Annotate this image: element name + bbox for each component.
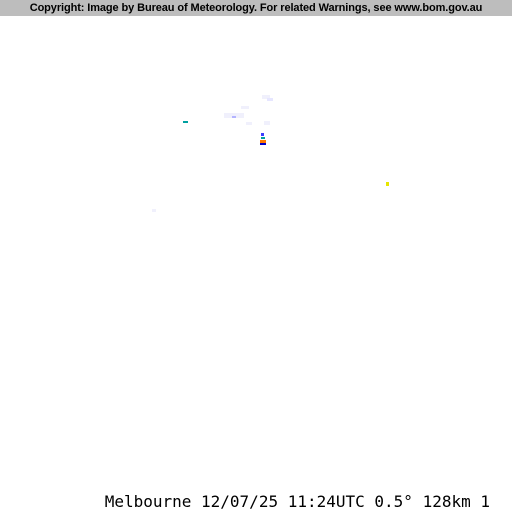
- echo-core-top: [261, 133, 264, 136]
- copyright-bar: Copyright: Image by Bureau of Meteorolog…: [0, 0, 512, 16]
- echo-core-bottom: [260, 143, 266, 145]
- echo-cluster-f: [246, 122, 252, 125]
- echo-core-orange: [260, 140, 266, 143]
- echo-cluster-g: [264, 121, 270, 125]
- echo-cluster-north-b: [267, 98, 273, 101]
- echo-cluster-c: [241, 106, 249, 109]
- copyright-text: Copyright: Image by Bureau of Meteorolog…: [29, 2, 483, 14]
- echo-faint-west: [152, 209, 156, 212]
- radar-caption: Melbourne 12/07/25 11:24UTC 0.5° 128km 1: [104, 492, 490, 511]
- radar-echo-layer: [0, 16, 512, 486]
- echo-yellow: [386, 182, 389, 186]
- echo-core-mid: [261, 137, 265, 139]
- echo-cluster-north-a: [262, 95, 270, 99]
- echo-cluster-d: [224, 113, 244, 118]
- echo-cluster-e: [232, 116, 236, 118]
- echo-teal: [183, 121, 188, 123]
